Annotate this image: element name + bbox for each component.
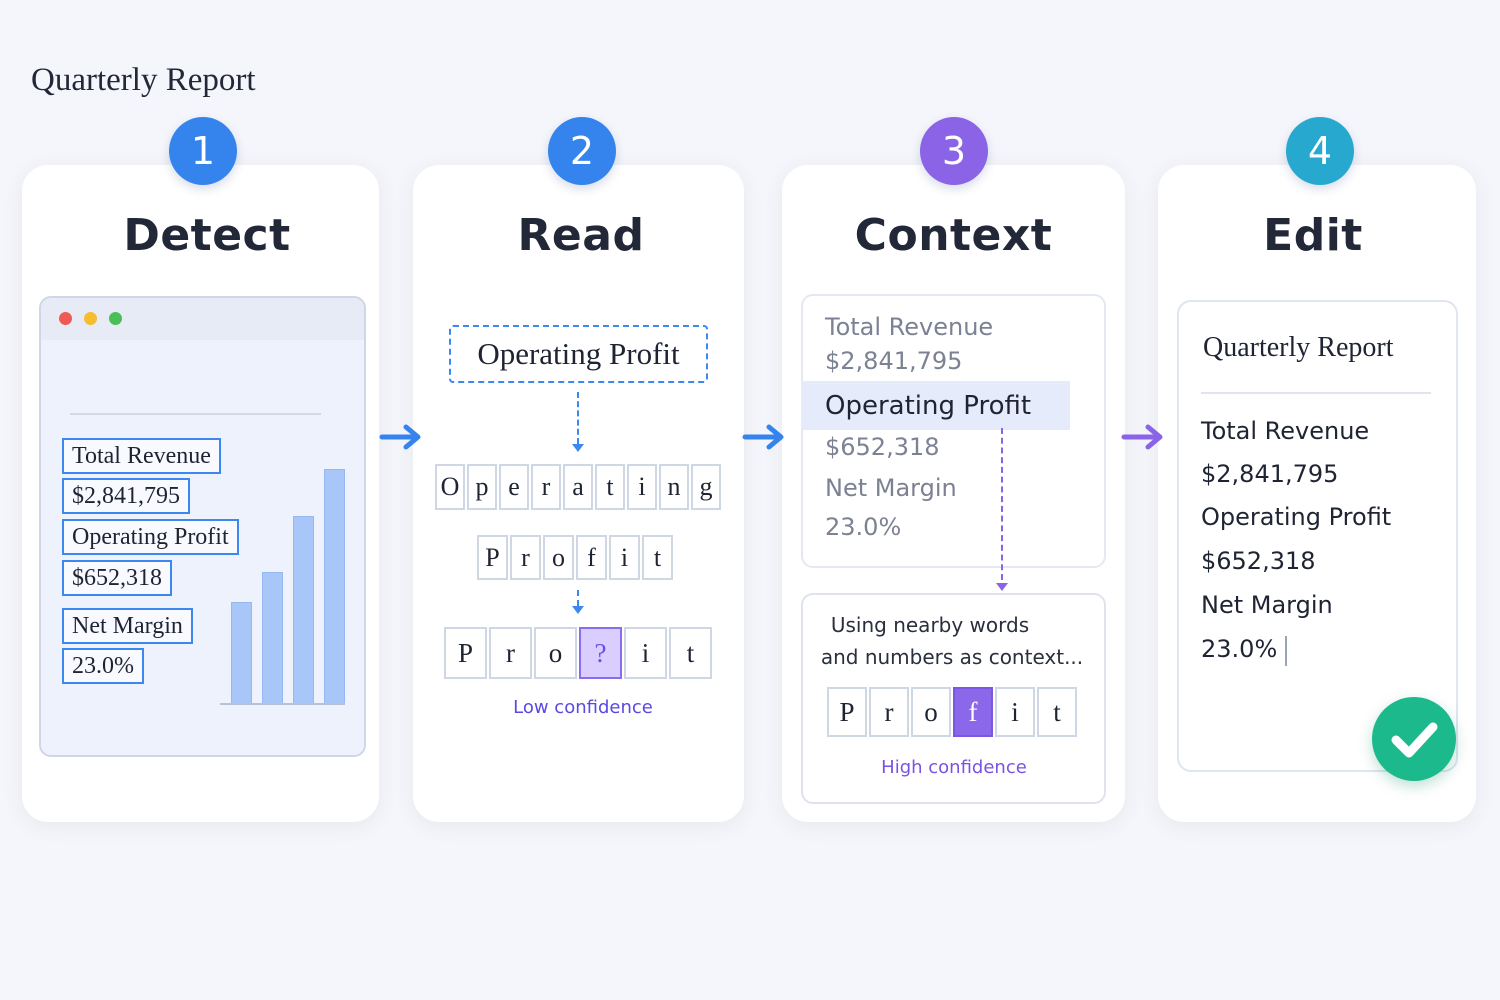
detected-field-box: Total Revenue: [62, 438, 221, 474]
edited-text-line: $652,318: [1201, 547, 1316, 575]
chart-bar: [293, 516, 314, 705]
context-line: $2,841,795: [825, 347, 963, 375]
chart-baseline: [220, 703, 345, 705]
letter-tile: O: [435, 464, 465, 510]
letter-tile: r: [489, 627, 532, 679]
letter-tile: o: [543, 535, 574, 580]
detected-field-box: 23.0%: [62, 648, 144, 684]
step-badge-3: 3: [920, 117, 988, 185]
text-cursor: [1285, 636, 1287, 666]
letter-tile: r: [531, 464, 561, 510]
letter-tile: ?: [579, 627, 622, 679]
letter-tile: i: [624, 627, 667, 679]
read-phrase-box: Operating Profit: [449, 325, 708, 383]
minimize-dot-icon: [84, 312, 97, 325]
detected-field-box: Operating Profit: [62, 519, 239, 555]
letter-tile: r: [510, 535, 541, 580]
arrow-right-icon: [379, 424, 421, 450]
window-titlebar: [41, 298, 364, 340]
arrow-down-icon: [572, 444, 584, 452]
context-line-highlighted: Operating Profit: [825, 391, 1032, 421]
letter-tile: r: [869, 687, 909, 737]
letter-tile: f: [953, 687, 993, 737]
context-line: $652,318: [825, 433, 940, 461]
step-badge-2: 2: [548, 117, 616, 185]
edited-document: [1177, 300, 1458, 772]
report-title: Quarterly Report: [31, 62, 256, 98]
letter-tile: e: [499, 464, 529, 510]
letter-tile: g: [691, 464, 721, 510]
check-glyph-icon: [1391, 722, 1438, 758]
detected-field-box: $2,841,795: [62, 478, 190, 514]
letter-tile: P: [444, 627, 487, 679]
letter-tile: t: [1037, 687, 1077, 737]
close-dot-icon: [59, 312, 72, 325]
arrow-down-icon: [572, 606, 584, 614]
checkmark-icon: [1372, 697, 1456, 781]
edited-text-line: $2,841,795: [1201, 460, 1339, 488]
edited-text-line: Net Margin: [1201, 591, 1333, 619]
context-line: Total Revenue: [825, 313, 994, 341]
letter-tile: t: [595, 464, 625, 510]
letter-tile: f: [576, 535, 607, 580]
context-panel: [801, 294, 1106, 568]
stage-title-context: Context: [854, 210, 1053, 261]
step-badge-1: 1: [169, 117, 237, 185]
chart-bar: [324, 469, 345, 705]
arrow-down-icon: [996, 583, 1008, 591]
letter-tile: t: [669, 627, 712, 679]
flow-connector: [1001, 428, 1003, 580]
chart-bar: [231, 602, 252, 705]
edited-text-line: Operating Profit: [1201, 503, 1392, 531]
edited-text-line: 23.0%: [1201, 635, 1278, 663]
letter-tile: i: [995, 687, 1035, 737]
context-line: Net Margin: [825, 474, 957, 502]
maximize-dot-icon: [109, 312, 122, 325]
highlighted-row: [801, 381, 1070, 430]
high-confidence-label: High confidence: [881, 757, 1027, 778]
edited-text-line: Total Revenue: [1201, 417, 1370, 445]
letter-tile: P: [477, 535, 508, 580]
step-badge-4: 4: [1286, 117, 1354, 185]
letter-tile: p: [467, 464, 497, 510]
chart-bar: [262, 572, 283, 705]
letter-tile: o: [534, 627, 577, 679]
letter-tile: n: [659, 464, 689, 510]
stage-title-detect: Detect: [123, 210, 291, 261]
context-explanation-line: Using nearby words: [830, 613, 1030, 637]
detected-field-box: Net Margin: [62, 608, 193, 644]
letter-tile: i: [609, 535, 640, 580]
stage-title-edit: Edit: [1263, 210, 1363, 261]
arrow-right-icon: [1121, 424, 1163, 450]
letter-tile: a: [563, 464, 593, 510]
flow-connector: [577, 392, 579, 444]
context-line: 23.0%: [825, 513, 902, 541]
detected-field-box: $652,318: [62, 560, 172, 596]
letter-tile: o: [911, 687, 951, 737]
arrow-right-icon: [742, 424, 784, 450]
flow-connector: [577, 590, 579, 606]
edited-document-title: Quarterly Report: [1203, 332, 1394, 363]
letter-tile: t: [642, 535, 673, 580]
stage-title-read: Read: [517, 210, 645, 261]
low-confidence-label: Low confidence: [513, 697, 653, 718]
letter-tile: i: [627, 464, 657, 510]
context-explanation-line: and numbers as context...: [820, 645, 1084, 669]
letter-tile: P: [827, 687, 867, 737]
divider: [1201, 392, 1431, 394]
divider: [70, 413, 321, 415]
